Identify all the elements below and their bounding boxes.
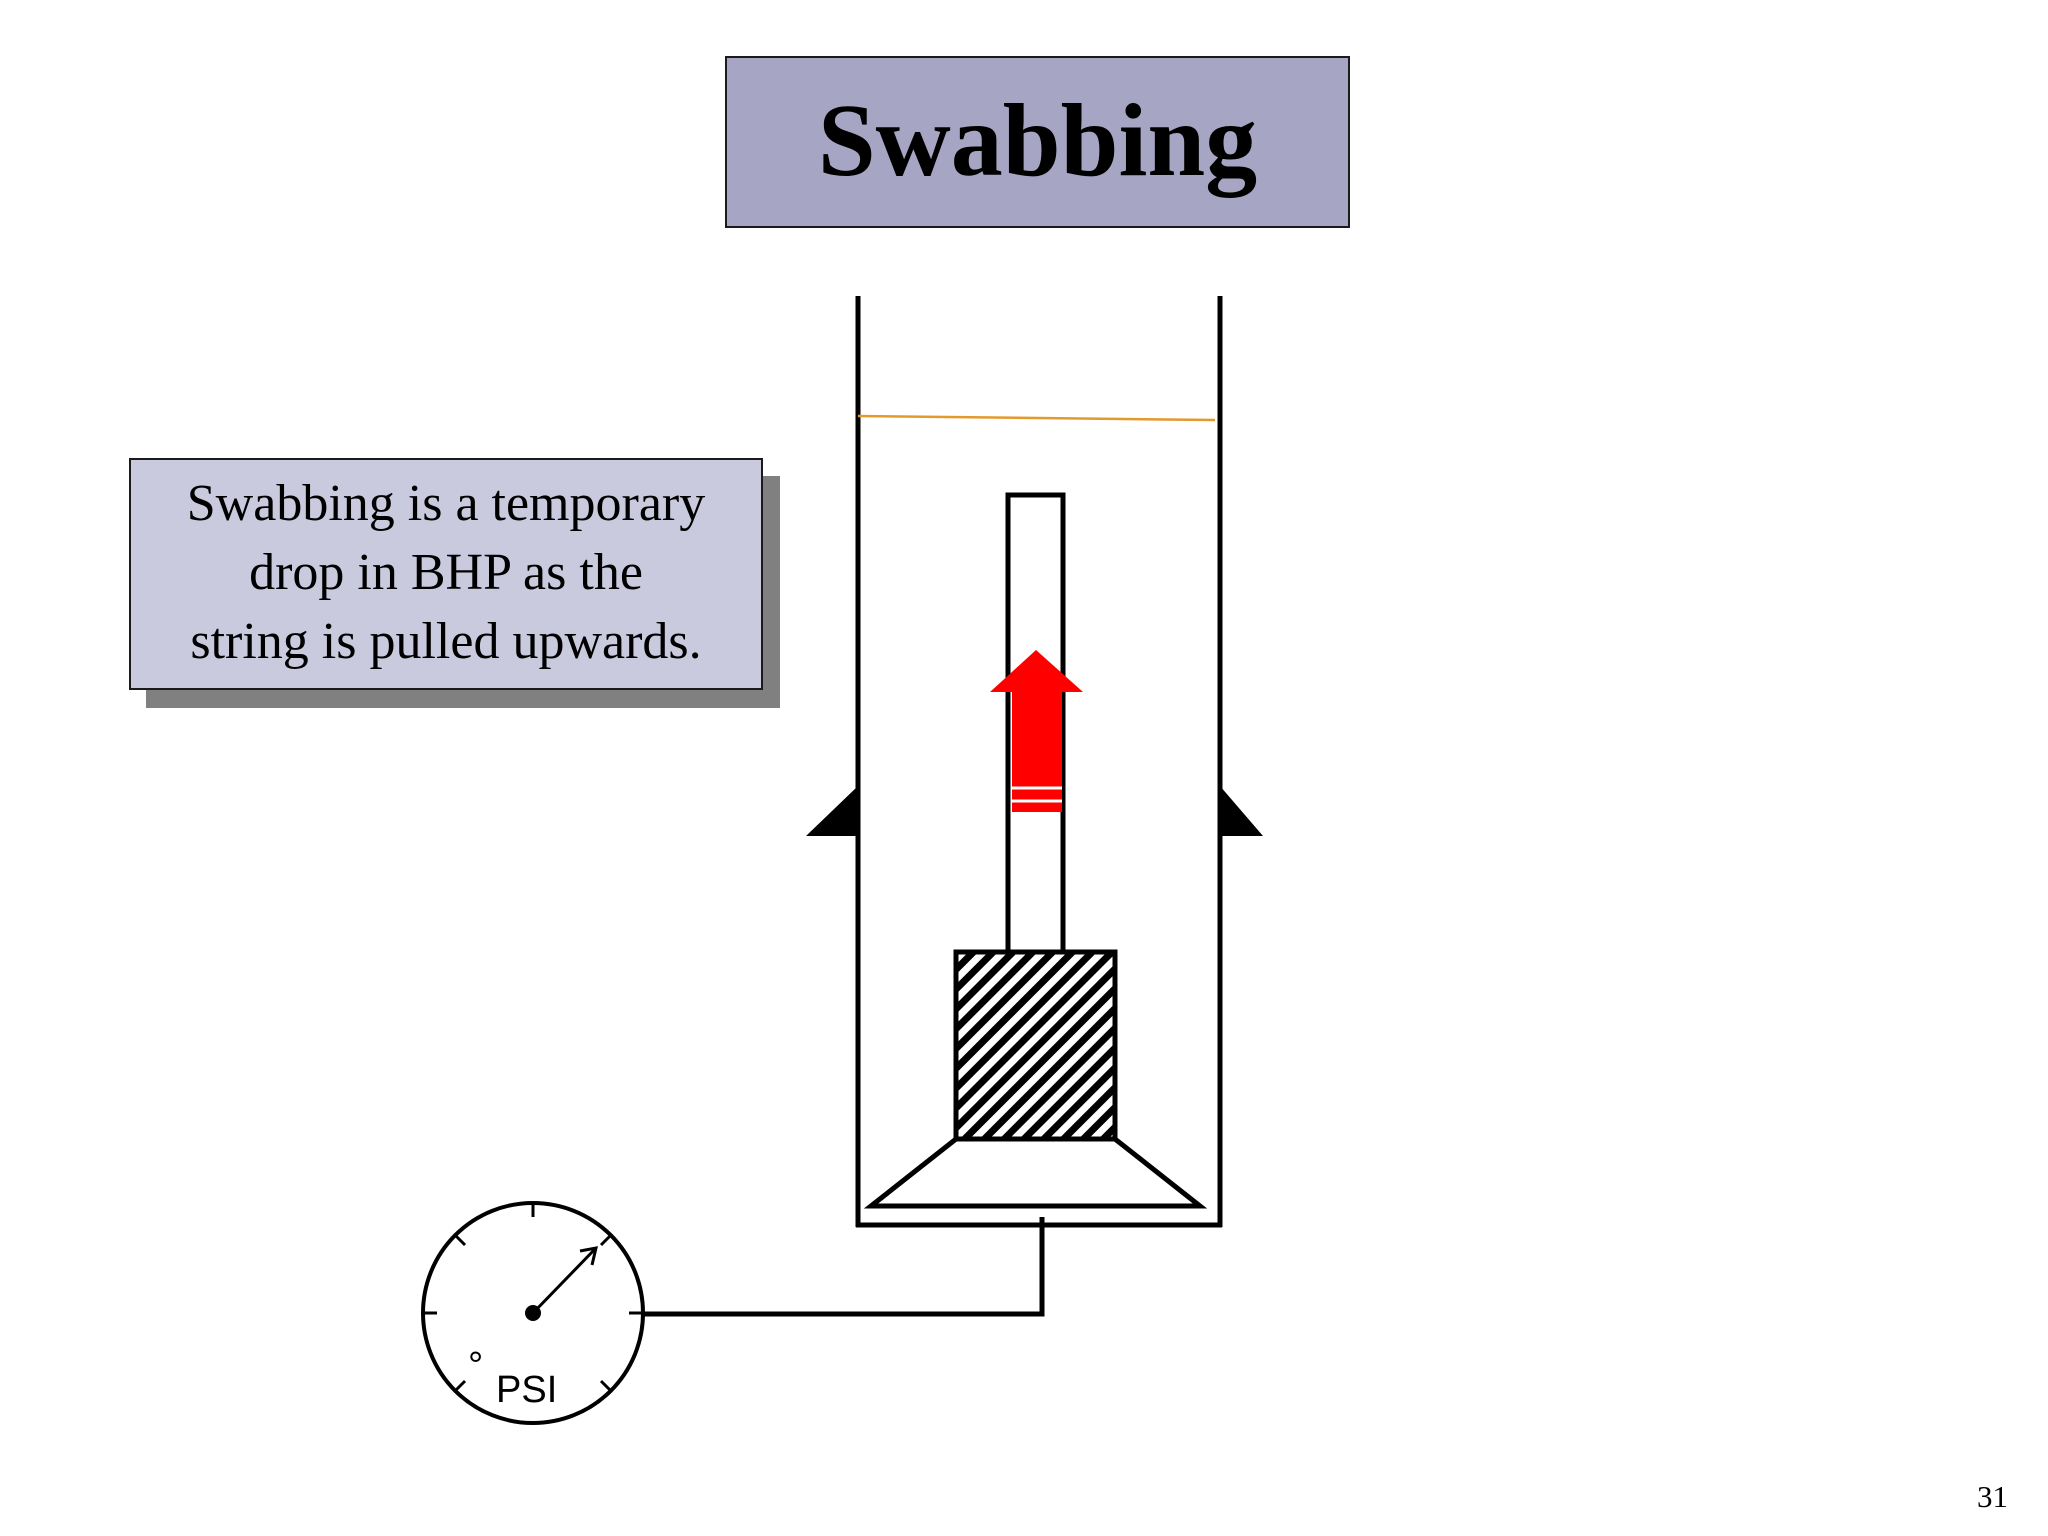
- fluid-level-line: [857, 414, 1216, 422]
- casing-shoe-left: [806, 786, 858, 836]
- drill-collar: [953, 949, 1118, 1142]
- gauge-degree-symbol: °: [468, 1345, 483, 1387]
- up-arrow-icon: [990, 650, 1083, 812]
- drill-bit: [863, 1136, 1208, 1209]
- gauge-line: [642, 1217, 1045, 1317]
- callout-text: Swabbing is a temporary drop in BHP as t…: [186, 474, 706, 670]
- gauge-unit-label: PSI: [496, 1369, 557, 1411]
- slide-title-box: Swabbing: [725, 56, 1350, 228]
- callout-box: Swabbing is a temporary drop in BHP as t…: [129, 458, 763, 690]
- casing-shoe-right: [1220, 786, 1263, 836]
- page-number: 31: [1977, 1479, 2008, 1514]
- pressure-gauge-icon: ° PSI: [421, 1201, 645, 1425]
- slide-title: Swabbing: [817, 83, 1258, 198]
